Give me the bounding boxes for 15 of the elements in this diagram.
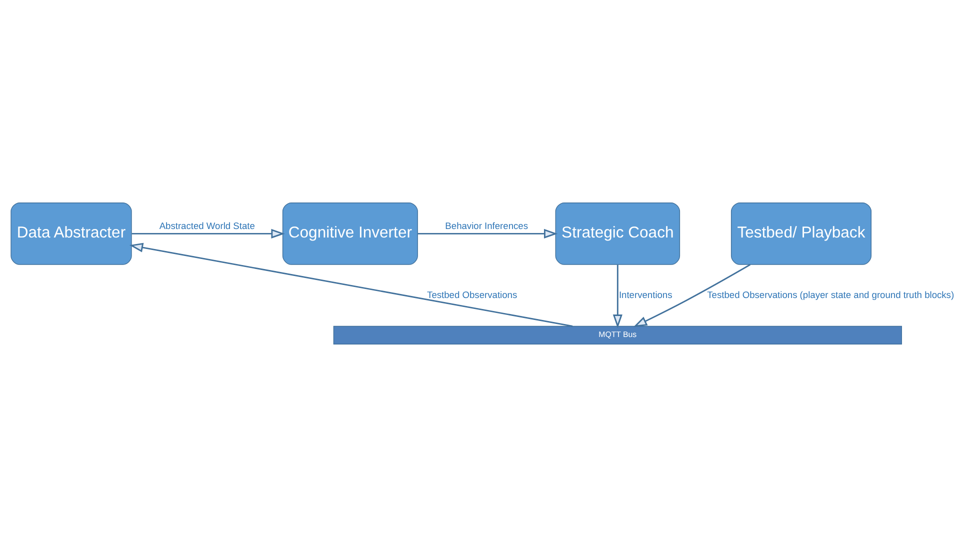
edge-label: Testbed Observations (427, 289, 518, 300)
node-box: Strategic Coach (555, 202, 680, 264)
edge-label: Behavior Inferences (445, 220, 528, 230)
node-box: Data Abstracter (10, 202, 132, 264)
arrow (612, 264, 622, 328)
edge-label: Interventions (618, 289, 672, 300)
node-box: Testbed/ Playback (730, 202, 872, 264)
edge-label: Abstracted World State (159, 220, 255, 230)
node-box: Cognitive Inverter (282, 202, 418, 264)
arrow (418, 228, 558, 238)
node-box: MQTT Bus (333, 325, 902, 344)
arrow (633, 264, 751, 327)
arrow (129, 242, 573, 326)
edge-label: Testbed Observations (player state and ground truth blocks) (707, 289, 954, 300)
arrow (132, 228, 285, 238)
